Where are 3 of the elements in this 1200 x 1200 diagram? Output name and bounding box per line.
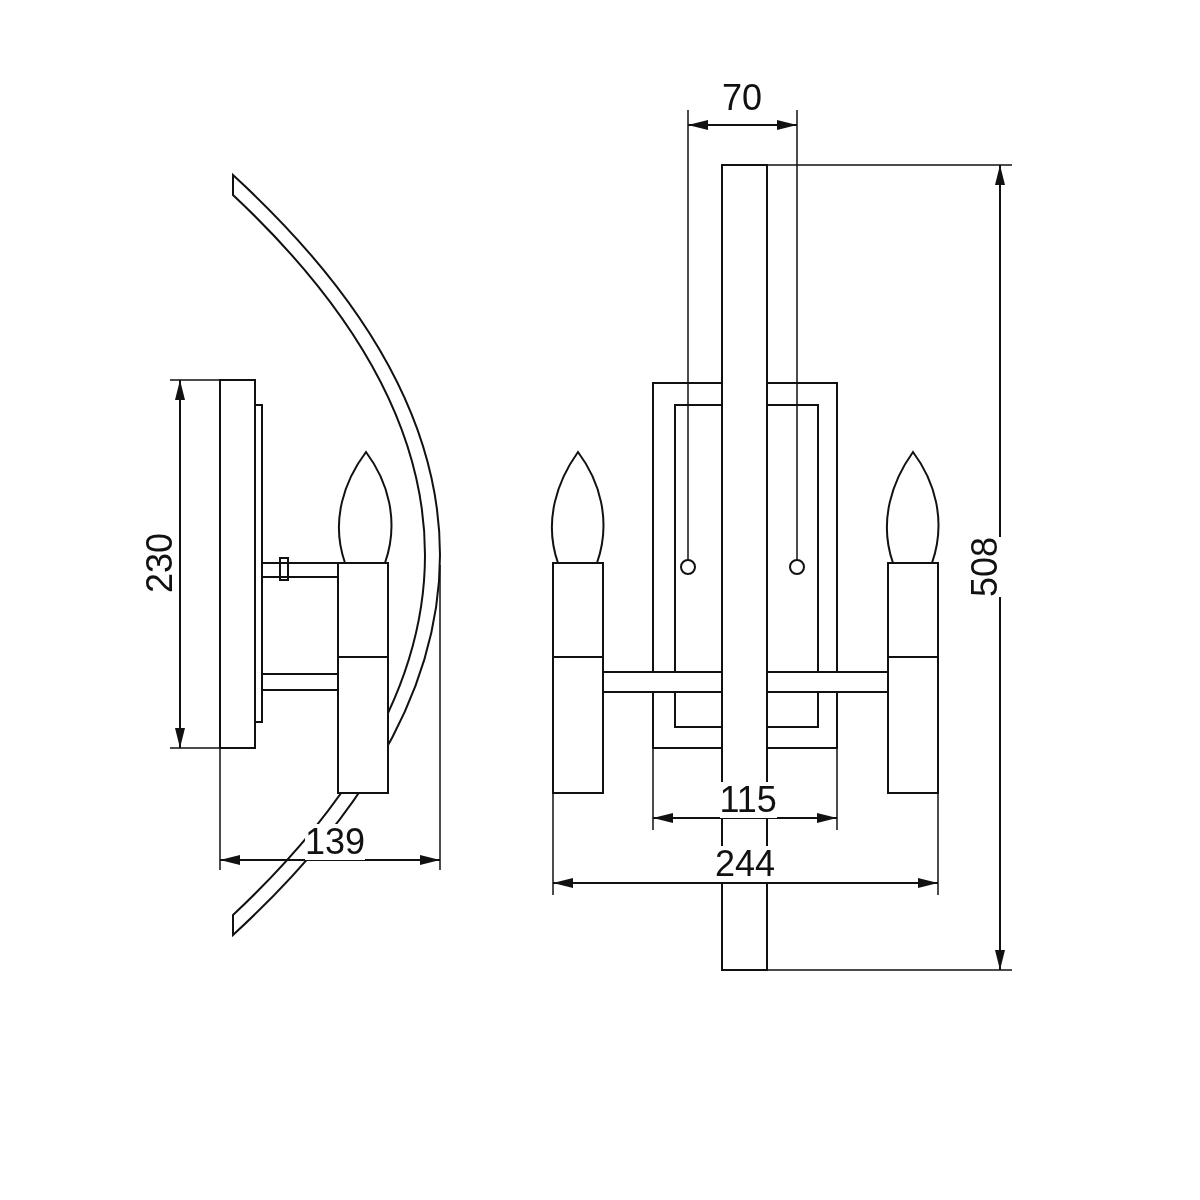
dimension-label: 139 (305, 824, 366, 860)
dimension-label: 115 (719, 782, 777, 818)
dimension-label: 244 (715, 846, 776, 882)
